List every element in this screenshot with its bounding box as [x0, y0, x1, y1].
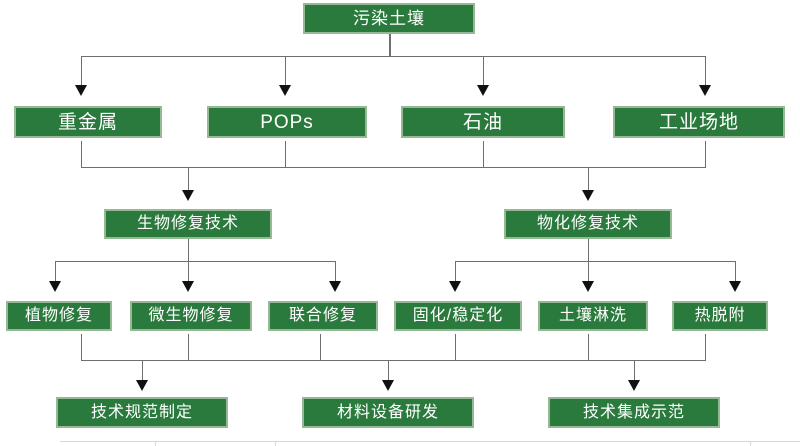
node-material-equipment-rnd[interactable]: 材料设备研发 — [302, 397, 474, 428]
footer-tick — [750, 441, 751, 446]
connector-drop-soil-washing — [588, 261, 589, 282]
connector-stub-heavy-metal — [81, 141, 82, 168]
arrowhead-microbial — [182, 281, 194, 292]
node-label: 热脱附 — [694, 307, 746, 324]
node-label: 固化/稳定化 — [412, 307, 504, 324]
node-label: 植物修复 — [24, 307, 93, 324]
arrowhead-phytoremediation — [49, 281, 61, 292]
node-label: 重金属 — [57, 111, 118, 133]
arrowhead-pops — [279, 85, 291, 96]
node-solidification-stabilization[interactable]: 固化/稳定化 — [394, 301, 522, 331]
connector-bus-bioremediation — [55, 261, 336, 262]
connector-drop-phytoremediation — [55, 261, 56, 282]
node-phytoremediation[interactable]: 植物修复 — [6, 301, 112, 331]
node-label: 生物修复技术 — [136, 215, 239, 232]
connector-drop-pops — [285, 56, 286, 86]
arrowhead-bioremediation — [182, 190, 194, 201]
arrowhead-physicochemical — [582, 190, 594, 201]
node-label: POPs — [260, 111, 314, 133]
node-soil-washing[interactable]: 土壤淋洗 — [538, 301, 648, 331]
node-label: 物化修复技术 — [536, 215, 639, 232]
connector-drop-combined — [335, 261, 336, 282]
connector-drop-demonstration — [634, 360, 635, 381]
node-heavy-metal[interactable]: 重金属 — [14, 106, 162, 138]
connector-bus-physicochemical — [455, 261, 736, 262]
connector-stub-soil-washing — [588, 334, 589, 361]
arrowhead-standards — [136, 380, 148, 391]
connector-bus-level2 — [81, 167, 706, 168]
connector-drop-thermal-desorption — [735, 261, 736, 282]
node-label: 污染土壤 — [353, 9, 425, 28]
connector-drop-microbial — [188, 261, 189, 282]
node-bioremediation-technology[interactable]: 生物修复技术 — [104, 209, 272, 239]
connector-root-stem — [389, 34, 391, 56]
arrowhead-solidification — [449, 281, 461, 292]
connector-bus-level4 — [81, 360, 706, 361]
arrowhead-industrial-site — [699, 85, 711, 96]
connector-stub-petroleum — [483, 141, 484, 168]
connector-drop-bioremediation — [188, 167, 189, 191]
connector-stub-solidification — [455, 334, 456, 361]
arrowhead-thermal-desorption — [729, 281, 741, 292]
node-label: 微生物修复 — [148, 307, 234, 324]
arrowhead-materials — [382, 380, 394, 391]
node-petroleum[interactable]: 石油 — [401, 106, 565, 138]
arrowhead-petroleum — [477, 85, 489, 96]
node-technology-integration-demonstration[interactable]: 技术集成示范 — [548, 397, 720, 428]
node-combined-remediation[interactable]: 联合修复 — [268, 301, 378, 331]
node-label: 石油 — [462, 111, 503, 133]
arrowhead-demonstration — [628, 380, 640, 391]
node-label: 工业场地 — [658, 111, 739, 133]
arrowhead-soil-washing — [582, 281, 594, 292]
node-technical-standards-development[interactable]: 技术规范制定 — [56, 397, 228, 428]
node-pops[interactable]: POPs — [207, 106, 367, 138]
connector-stub-phytoremediation — [81, 334, 82, 361]
node-label: 技术规范制定 — [90, 403, 193, 421]
node-label: 联合修复 — [288, 307, 357, 324]
node-polluted-soil[interactable]: 污染土壤 — [303, 3, 475, 34]
connector-drop-physicochemical — [588, 167, 589, 191]
connector-drop-solidification — [455, 261, 456, 282]
node-thermal-desorption[interactable]: 热脱附 — [672, 301, 768, 331]
footer-rule — [60, 441, 800, 442]
connector-stem-physicochemical — [588, 239, 589, 261]
connector-stub-pops — [285, 141, 286, 168]
connector-stem-bioremediation — [188, 239, 189, 261]
arrowhead-heavy-metal — [75, 85, 87, 96]
connector-drop-industrial-site — [705, 56, 706, 86]
connector-drop-standards — [142, 360, 143, 381]
connector-stub-industrial-site — [705, 141, 706, 168]
connector-bus-level1 — [81, 56, 706, 57]
connector-drop-heavy-metal — [81, 56, 82, 86]
connector-stub-microbial — [188, 334, 189, 361]
node-label: 材料设备研发 — [336, 403, 439, 421]
connector-drop-materials — [388, 360, 389, 381]
footer-tick — [155, 441, 156, 446]
node-label: 土壤淋洗 — [558, 307, 627, 324]
node-microbial-remediation[interactable]: 微生物修复 — [130, 301, 252, 331]
node-physicochemical-remediation-technology[interactable]: 物化修复技术 — [504, 209, 672, 239]
node-label: 技术集成示范 — [582, 403, 685, 421]
arrowhead-combined — [329, 281, 341, 292]
connector-drop-petroleum — [483, 56, 484, 86]
node-industrial-site[interactable]: 工业场地 — [613, 106, 785, 138]
footer-tick — [275, 441, 276, 446]
connector-stub-combined — [320, 334, 321, 361]
connector-stub-thermal-desorption — [705, 334, 706, 361]
